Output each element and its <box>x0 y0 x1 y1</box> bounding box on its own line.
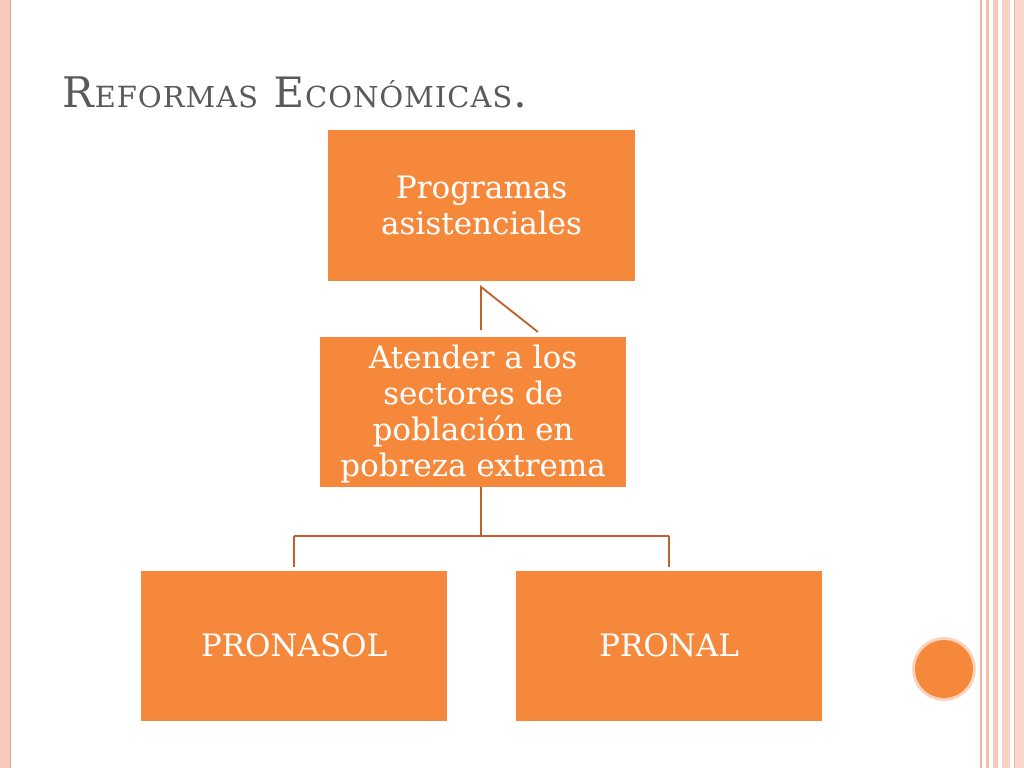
node-label: Programas asistenciales <box>381 169 582 242</box>
decorative-circle <box>915 640 973 698</box>
stripe <box>1002 0 1010 768</box>
left-decorative-border <box>0 0 11 768</box>
stripe <box>986 0 989 768</box>
node-pronal: PRONAL <box>516 571 822 721</box>
slide-title: Reformas Económicas. <box>62 68 528 117</box>
node-label: PRONASOL <box>200 628 388 664</box>
stripe <box>1014 0 1024 768</box>
node-pronasol: PRONASOL <box>141 571 447 721</box>
node-label: Atender a los sectores de población en p… <box>340 340 606 484</box>
right-decorative-stripes <box>980 0 1024 768</box>
node-label: PRONAL <box>599 628 739 664</box>
node-atender-sectores: Atender a los sectores de población en p… <box>320 337 626 487</box>
stripe <box>980 0 982 768</box>
connector-top-middle <box>480 284 539 333</box>
node-programas-asistenciales: Programas asistenciales <box>328 130 635 281</box>
stripe <box>993 0 998 768</box>
